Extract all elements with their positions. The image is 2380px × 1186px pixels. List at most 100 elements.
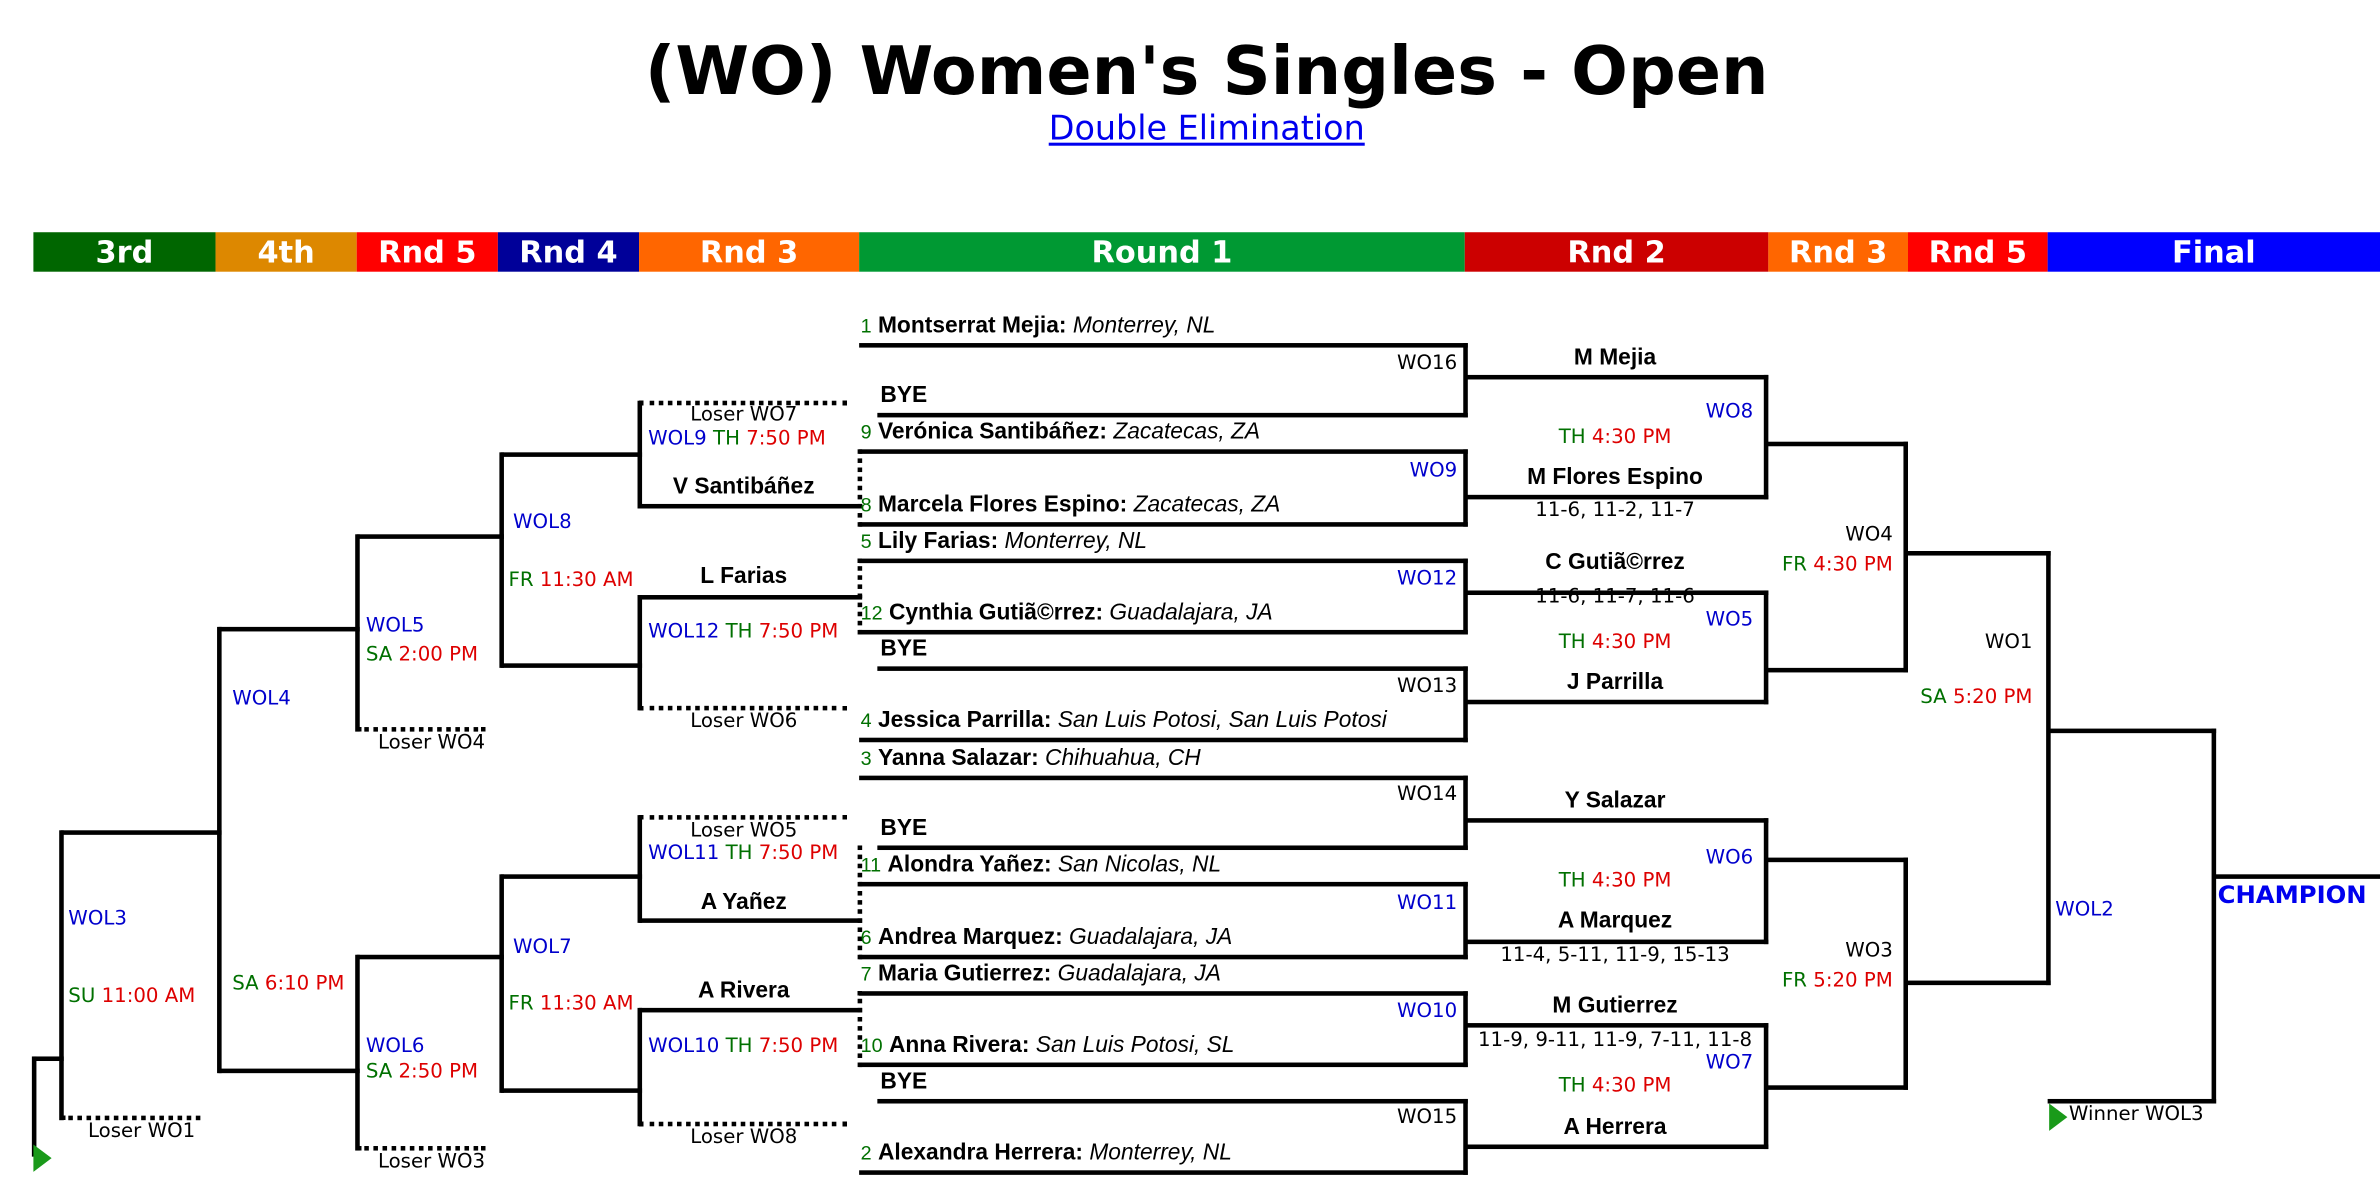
bracket-line [877,412,1468,417]
double-elimination-link[interactable]: Double Elimination [1048,110,1365,149]
match-code[interactable]: WO15 [1397,1106,1458,1130]
r3-match-code[interactable]: WO4 [1845,523,1893,547]
match-code[interactable]: WOL9 [648,428,707,451]
match-code[interactable]: WO11 [1397,892,1458,916]
player-name[interactable]: BYE [880,382,928,409]
dotted-bracket-line [639,705,847,714]
loser-winner: A Yañez [700,889,787,916]
dotted-bracket-line [60,1114,200,1124]
match-code[interactable]: WO16 [1397,352,1458,375]
r2-time: TH 4:30 PM [1448,1073,1782,1100]
r2-match-code[interactable]: WO7 [1705,1051,1754,1075]
player-name[interactable]: Montserrat Mejia [877,312,1059,339]
bracket-line [859,629,1468,634]
player-name[interactable]: Alondra Yañez [887,851,1044,878]
r2-winner: M Gutierrez [1552,992,1678,1019]
loser-source: Loser WO8 [690,1126,798,1150]
round-header-0: 3rd [33,232,216,272]
player-name[interactable]: BYE [880,636,928,662]
r3-match-code[interactable]: WO3 [1845,939,1893,963]
day: SU [68,985,96,1008]
day: SA [232,972,259,996]
seed: 8 [860,493,872,517]
player-location: Zacatecas, ZA [1133,491,1281,518]
bracket-line [356,533,504,539]
match-code[interactable]: WO10 [1397,1000,1458,1024]
player-slot: 8 Marcela Flores Espino: Zacatecas, ZA [860,491,1281,518]
bracket-line [1902,856,1908,1090]
bracket-line [1462,990,1468,1067]
seed: 10 [860,1033,883,1057]
bracket-line [500,1087,642,1093]
day: FR [1781,554,1808,577]
player-name[interactable]: BYE [880,815,928,841]
wol4-code[interactable]: WOL4 [232,687,291,711]
player-name[interactable]: Lily Farias [877,528,991,555]
seed: 1 [860,314,872,337]
final-match-code[interactable]: WOL2 [2055,898,2114,922]
r2-match-code[interactable]: WO6 [1705,846,1754,870]
match-code[interactable]: WO9 [1409,459,1458,483]
player-name[interactable]: Marcela Flores Espino [877,491,1120,518]
player-name[interactable]: Yanna Salazar [877,745,1032,772]
player-name[interactable]: Maria Gutierrez [877,960,1044,987]
r2-winner: Y Salazar [1564,787,1666,814]
wol5-code[interactable]: WOL5 [365,614,425,638]
bracket-line [877,844,1468,850]
dotted-bracket-line [856,557,862,634]
round-header-1: 4th [215,232,357,272]
r2-match-code[interactable]: WO8 [1705,400,1754,424]
match-code[interactable]: WOL12 [648,620,720,644]
day: TH [725,620,753,644]
loser-winner: L Farias [700,563,788,589]
player-name[interactable]: Andrea Marquez [877,924,1056,951]
bracket-line [1765,1084,1908,1090]
player-name[interactable]: BYE [880,1068,928,1095]
wol8-code[interactable]: WOL8 [513,511,572,535]
loser-source: Loser WO7 [690,403,798,427]
r2-match-code[interactable]: WO5 [1705,608,1754,632]
play-arrow-icon [33,1144,52,1172]
match-code[interactable]: WO13 [1397,675,1458,699]
bracket-line [33,1055,63,1061]
bracket-line [1462,665,1468,742]
bracket-line [1904,550,2050,555]
day: TH [1558,426,1586,450]
bracket-line [60,829,221,835]
r2-time: TH 4:30 PM [1448,425,1782,452]
match-code[interactable]: WO12 [1397,567,1458,591]
player-location: San Nicolas, NL [1057,851,1222,878]
bracket-line [877,665,1468,671]
bracket-line [1464,589,1768,595]
match-code[interactable]: WOL11 [648,842,720,866]
player-name[interactable]: Cynthia Gutiã©rrez [888,599,1096,626]
round-header-7: Rnd 3 [1768,232,1909,272]
bracket-line [2047,1098,2216,1103]
player-slot: 5 Lily Farias: Monterrey, NL [860,528,1148,555]
player-slot: 3 Yanna Salazar: Chihuahua, CH [860,745,1201,772]
match-code[interactable]: WOL10 [648,1035,720,1058]
bracket-line [58,829,63,1120]
player-name[interactable]: Jessica Parrilla [877,707,1044,734]
player-name[interactable]: Verónica Santibáñez [877,418,1100,445]
dotted-bracket-line [856,990,862,1067]
wol7-code[interactable]: WOL7 [513,936,572,960]
match-code[interactable]: WO14 [1397,783,1458,807]
bracket-line [498,451,504,668]
dotted-bracket-line [639,814,847,823]
bracket-line [859,448,1468,454]
r5-match-code[interactable]: WO1 [1984,631,2033,655]
wol6-code[interactable]: WOL6 [365,1035,425,1058]
bracket-line [639,917,862,923]
r2-winner: A Herrera [1563,1114,1667,1140]
player-slot: 9 Verónica Santibáñez: Zacatecas, ZA [860,418,1261,445]
bracket-line [216,626,221,1073]
bracket-line [1464,698,1768,704]
player-name[interactable]: Alexandra Herrera [877,1139,1076,1166]
bracket-line [356,954,504,959]
bracket-line [500,662,642,668]
wol3-code[interactable]: WOL3 [68,907,127,931]
bracket-line [859,521,1468,526]
player-name[interactable]: Anna Rivera [888,1032,1022,1058]
player-slot: 11 Alondra Yañez: San Nicolas, NL [860,851,1222,878]
